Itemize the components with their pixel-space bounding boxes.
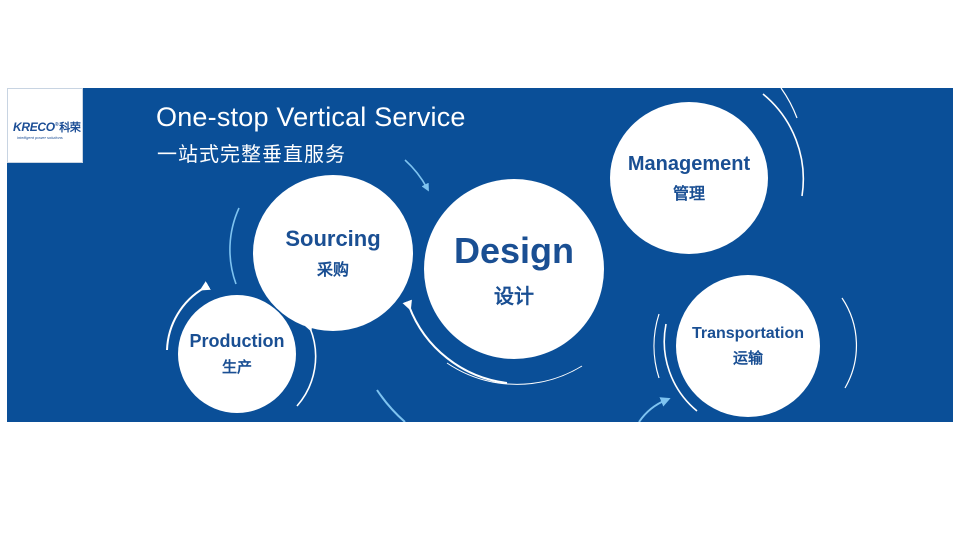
management-label-en: Management — [627, 152, 751, 175]
transportation-label-en: Transportation — [691, 324, 804, 342]
sourcing-circle: Sourcing 采购 — [253, 175, 413, 331]
kreco-logo: KRECO®科荣 intelligent power solutions — [7, 88, 83, 163]
production-label-cn: 生产 — [221, 359, 252, 376]
logo-tagline: intelligent power solutions — [17, 135, 63, 140]
transportation-circle: Transportation 运输 — [676, 275, 820, 417]
management-circle: Management 管理 — [610, 102, 768, 254]
transportation-label-cn: 运输 — [732, 349, 763, 367]
title-english: One-stop Vertical Service — [156, 102, 466, 132]
decorative-arcs — [166, 88, 858, 422]
title-chinese: 一站式完整垂直服务 — [157, 144, 346, 166]
design-label-en: Design — [453, 229, 575, 271]
management-label-cn: 管理 — [672, 185, 705, 203]
production-circle: Production 生产 — [178, 295, 296, 413]
service-banner: KRECO®科荣 intelligent power solutions One… — [7, 88, 953, 422]
design-label-cn: 设计 — [494, 285, 534, 308]
sourcing-label-en: Sourcing — [285, 226, 381, 251]
design-circle: Design 设计 — [424, 179, 604, 359]
production-label-en: Production — [189, 331, 285, 351]
logo-wordmark: KRECO®科荣 — [13, 120, 81, 134]
sourcing-label-cn: 采购 — [316, 262, 349, 279]
